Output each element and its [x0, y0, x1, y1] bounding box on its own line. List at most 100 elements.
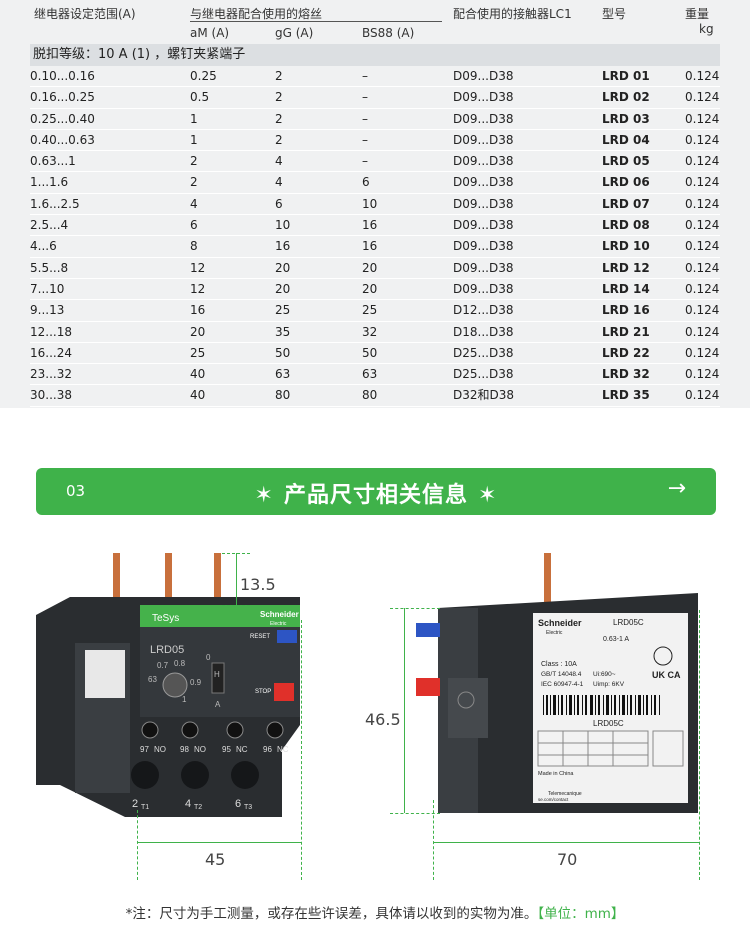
am-cell: 2: [190, 175, 198, 190]
weight-cell: 0.124: [685, 324, 720, 339]
arrow-right-icon: →: [667, 476, 686, 501]
gg-cell: 4: [275, 175, 283, 190]
range-cell: 9...13: [30, 303, 65, 318]
dim-45-line: [137, 842, 301, 843]
range-cell: 23...32: [30, 367, 72, 382]
model-cell: LRD 06: [602, 175, 650, 190]
tesys-green-band: [140, 605, 300, 627]
am-cell: 1: [190, 111, 198, 126]
reset-button[interactable]: [277, 630, 297, 643]
stop-button[interactable]: [274, 683, 294, 701]
range-cell: 1.6...2.5: [30, 196, 80, 211]
copper-terminal: [165, 553, 172, 608]
model-cell: LRD 08: [602, 218, 650, 233]
label-maker-sub: Electric: [546, 630, 563, 636]
weight-cell: 0.124: [685, 111, 720, 126]
dim-70-guide-right: [699, 610, 700, 880]
weight-cell: 0.124: [685, 303, 720, 318]
range-cell: 0.40...0.63: [30, 132, 95, 147]
weight-cell: 0.124: [685, 90, 720, 105]
model-cell: LRD 21: [602, 324, 650, 339]
range-cell: 0.63...1: [30, 154, 76, 169]
terminal-label: 6: [235, 798, 241, 810]
label-telemecanique: Telemecanique: [548, 791, 582, 797]
bs88-cell: 50: [362, 345, 378, 360]
header-range: 继电器设定范围(A): [34, 7, 136, 21]
am-cell: 12: [190, 260, 206, 275]
gg-cell: 63: [275, 367, 291, 382]
am-cell: 40: [190, 388, 206, 403]
am-cell: 0.5: [190, 90, 210, 105]
am-cell: 16: [190, 303, 206, 318]
header-contactor: 配合使用的接触器LC1: [453, 7, 572, 21]
gg-cell: 2: [275, 69, 283, 83]
front-view-drawing: TeSys Schneider Electric RESET LRD05 0.7…: [36, 553, 300, 817]
table-header: 继电器设定范围(A) 与继电器配合使用的熔丝 aM (A) gG (A) BS8…: [0, 0, 750, 44]
range-cell: 5.5...8: [30, 260, 69, 275]
gg-cell: 80: [275, 388, 291, 403]
stop-button-side[interactable]: [416, 678, 440, 696]
contactor-cell: D25...D38: [453, 367, 514, 382]
current-dial[interactable]: [162, 672, 188, 698]
bs88-cell: –: [362, 154, 368, 169]
mode-label: H: [214, 670, 220, 679]
dial-value: 0.9: [190, 678, 202, 687]
model-cell: LRD 03: [602, 111, 650, 126]
am-cell: 6: [190, 218, 198, 233]
dim-45-guide-left: [137, 810, 138, 880]
weight-cell: 0.124: [685, 345, 720, 360]
header-model: 型号: [602, 7, 627, 21]
dim-13-5-label: 13.5: [240, 575, 276, 594]
bs88-cell: 20: [362, 260, 378, 275]
contactor-cell: D09...D38: [453, 196, 514, 211]
gg-cell: 2: [275, 111, 283, 126]
gg-cell: 4: [275, 154, 283, 169]
reset-button-side[interactable]: [416, 623, 440, 637]
bs88-cell: 16: [362, 218, 378, 233]
mode-selector[interactable]: [211, 662, 225, 694]
gg-cell: 10: [275, 218, 291, 233]
model-cell: LRD 35: [602, 388, 650, 403]
contactor-cell: D09...D38: [453, 175, 514, 190]
contactor-cell: D09...D38: [453, 239, 514, 254]
am-cell: 0.25: [190, 69, 217, 83]
am-cell: 8: [190, 239, 198, 254]
header-bs88: BS88 (A): [362, 26, 415, 40]
contactor-cell: D25...D38: [453, 345, 514, 360]
dim-70-guide-left: [433, 800, 434, 880]
gg-cell: 20: [275, 260, 291, 275]
header-gg: gG (A): [275, 26, 314, 40]
label-std2: IEC 60947-4-1: [541, 681, 584, 688]
am-cell: 40: [190, 367, 206, 382]
range-cell: 0.25...0.40: [30, 111, 95, 126]
copper-terminal: [113, 553, 120, 613]
mode-label: A: [215, 700, 221, 709]
main-terminals: [131, 761, 259, 789]
header-am: aM (A): [190, 26, 230, 40]
weight-cell: 0.124: [685, 260, 720, 275]
bs88-cell: 20: [362, 281, 378, 296]
bs88-cell: 32: [362, 324, 378, 339]
weight-cell: 0.124: [685, 239, 720, 254]
model-cell: LRD 16: [602, 303, 650, 318]
ce-mark: [457, 691, 475, 709]
am-cell: 1: [190, 132, 198, 147]
note-text: *注：尺寸为手工测量，或存在些许误差，具体请以收到的实物为准。: [125, 906, 538, 922]
contactor-cell: D09...D38: [453, 111, 514, 126]
label-current: 0.63-1 A: [603, 636, 629, 643]
model-cell: LRD 05: [602, 154, 650, 169]
weight-cell: 0.124: [685, 175, 720, 190]
gg-cell: 25: [275, 303, 291, 318]
note-unit: 【单位：mm】: [537, 906, 625, 922]
model-cell: LRD 07: [602, 196, 650, 211]
header-weight-unit: kg: [699, 22, 714, 36]
contactor-cell: D09...D38: [453, 218, 514, 233]
copper-terminal: [214, 553, 221, 603]
